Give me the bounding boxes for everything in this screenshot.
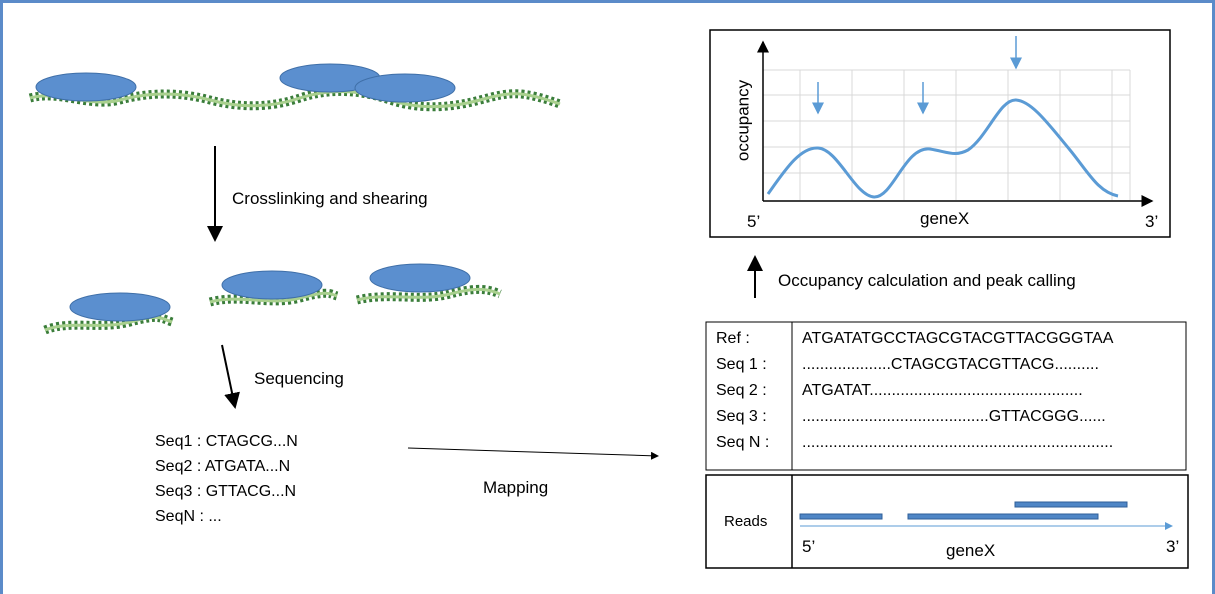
alignment-seq: ........................................…: [802, 408, 1106, 425]
occupancy-start: 5’: [747, 212, 761, 231]
alignment-seq: ATGATAT.................................…: [802, 382, 1083, 399]
protein-fragment-1: [69, 292, 171, 322]
alignment-label: Seq N :: [716, 434, 770, 451]
alignment-seq: ........................................…: [802, 434, 1114, 451]
label-occupancy-calc: Occupancy calculation and peak calling: [778, 271, 1076, 290]
arrow-sequencing: [221, 344, 240, 409]
occupancy-grid: [763, 69, 1131, 200]
protein-3: [354, 73, 456, 103]
label-mapping: Mapping: [483, 478, 549, 497]
read-bar-1: [799, 513, 883, 520]
alignment-label: Seq 1 :: [716, 356, 767, 373]
reads-start: 5’: [802, 537, 816, 556]
reads-list-item: Seq1 : CTAGCG...N: [155, 433, 298, 450]
occupancy-xlabel: geneX: [920, 209, 970, 228]
reads-end: 3’: [1166, 537, 1180, 556]
alignment-label: Seq 2 :: [716, 382, 767, 399]
dna-strand-full: [28, 87, 562, 112]
reads-label: Reads: [724, 513, 768, 530]
read-bar-3: [1014, 501, 1128, 508]
reads-list-item: SeqN : ...: [155, 508, 222, 525]
reads-panel-border: [705, 474, 1189, 569]
reads-list-item: Seq3 : GTTACG...N: [155, 483, 297, 500]
protein-fragment-3: [369, 263, 471, 293]
occupancy-curve: [766, 98, 1119, 199]
read-bar-2: [907, 513, 1099, 520]
alignment-seq: ATGATATGCCTAGCGTACGTTACGGGTAA: [802, 330, 1114, 347]
arrow-mapping: [407, 447, 659, 460]
label-crosslinking: Crosslinking and shearing: [232, 189, 428, 208]
reads-gene: geneX: [946, 541, 996, 560]
occupancy-end: 3’: [1145, 212, 1159, 231]
label-sequencing: Sequencing: [254, 369, 344, 388]
occupancy-ylabel: occupancy: [733, 79, 753, 162]
protein-1: [35, 72, 137, 102]
reads-list-item: Seq2 : ATGATA...N: [155, 458, 291, 475]
alignment-label: Seq 3 :: [716, 408, 767, 425]
protein-fragment-2: [221, 270, 323, 300]
alignment-seq: ....................CTAGCGTACGTTACG.....…: [802, 356, 1099, 373]
dna-fragment-3: [355, 284, 502, 305]
alignment-label: Ref :: [716, 330, 750, 347]
occupancy-panel-border: [709, 29, 1171, 238]
alignment-panel-border: [705, 321, 1187, 471]
dna-fragment-1: [43, 312, 174, 335]
dna-fragment-2: [208, 288, 339, 307]
